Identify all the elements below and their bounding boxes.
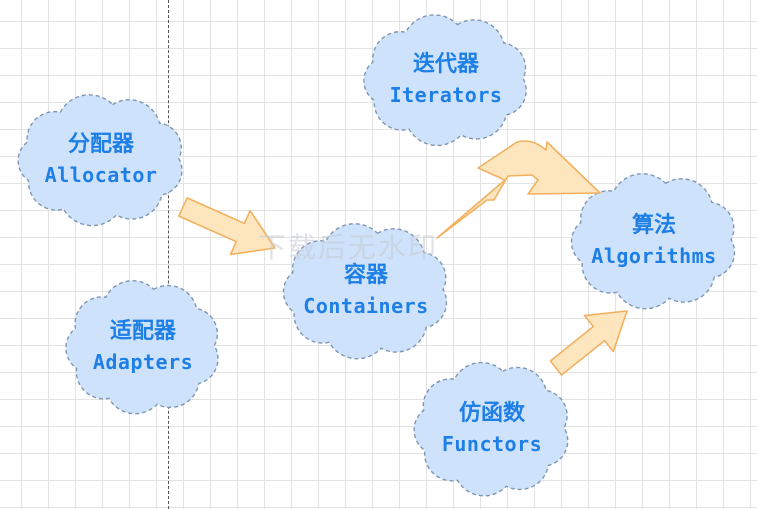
containers-iterators-algorithms-arrow bbox=[436, 140, 601, 239]
algorithms-label-zh: 算法 bbox=[631, 213, 676, 238]
containers-cloud-shape bbox=[282, 223, 448, 360]
functors-to-algorithms-arrow bbox=[549, 310, 628, 376]
functors-node[interactable]: 仿函数 Functors bbox=[404, 356, 580, 502]
iterators-label-zh: 迭代器 bbox=[412, 52, 479, 77]
allocator-cloud-shape bbox=[17, 94, 183, 227]
functors-cloud-shape bbox=[413, 361, 569, 497]
allocator-label-en: Allocator bbox=[44, 163, 158, 187]
algorithms-label-en: Algorithms bbox=[591, 244, 717, 268]
iterators-cloud-shape bbox=[363, 14, 527, 147]
containers-node[interactable]: 容器 Containers bbox=[272, 218, 460, 364]
functors-label-en: Functors bbox=[441, 432, 543, 456]
algorithms-node[interactable]: 算法 Algorithms bbox=[560, 168, 748, 314]
functors-label-zh: 仿函数 bbox=[458, 401, 525, 426]
iterators-label-en: Iterators bbox=[389, 83, 503, 107]
adapters-label-zh: 适配器 bbox=[109, 319, 176, 344]
allocator-node[interactable]: 分配器 Allocator bbox=[6, 90, 196, 230]
adapters-node[interactable]: 适配器 Adapters bbox=[56, 274, 230, 420]
dashed-divider bbox=[168, 0, 169, 509]
containers-label-en: Containers bbox=[303, 294, 429, 318]
allocator-to-containers-arrow bbox=[178, 197, 276, 256]
iterators-node[interactable]: 迭代器 Iterators bbox=[352, 10, 540, 150]
algorithms-cloud-shape bbox=[570, 173, 736, 310]
allocator-label-zh: 分配器 bbox=[67, 132, 134, 157]
adapters-label-en: Adapters bbox=[92, 350, 194, 374]
adapters-cloud-shape bbox=[65, 280, 219, 415]
watermark-text: 下载后无水印 bbox=[258, 231, 439, 264]
containers-label-zh: 容器 bbox=[343, 263, 388, 288]
